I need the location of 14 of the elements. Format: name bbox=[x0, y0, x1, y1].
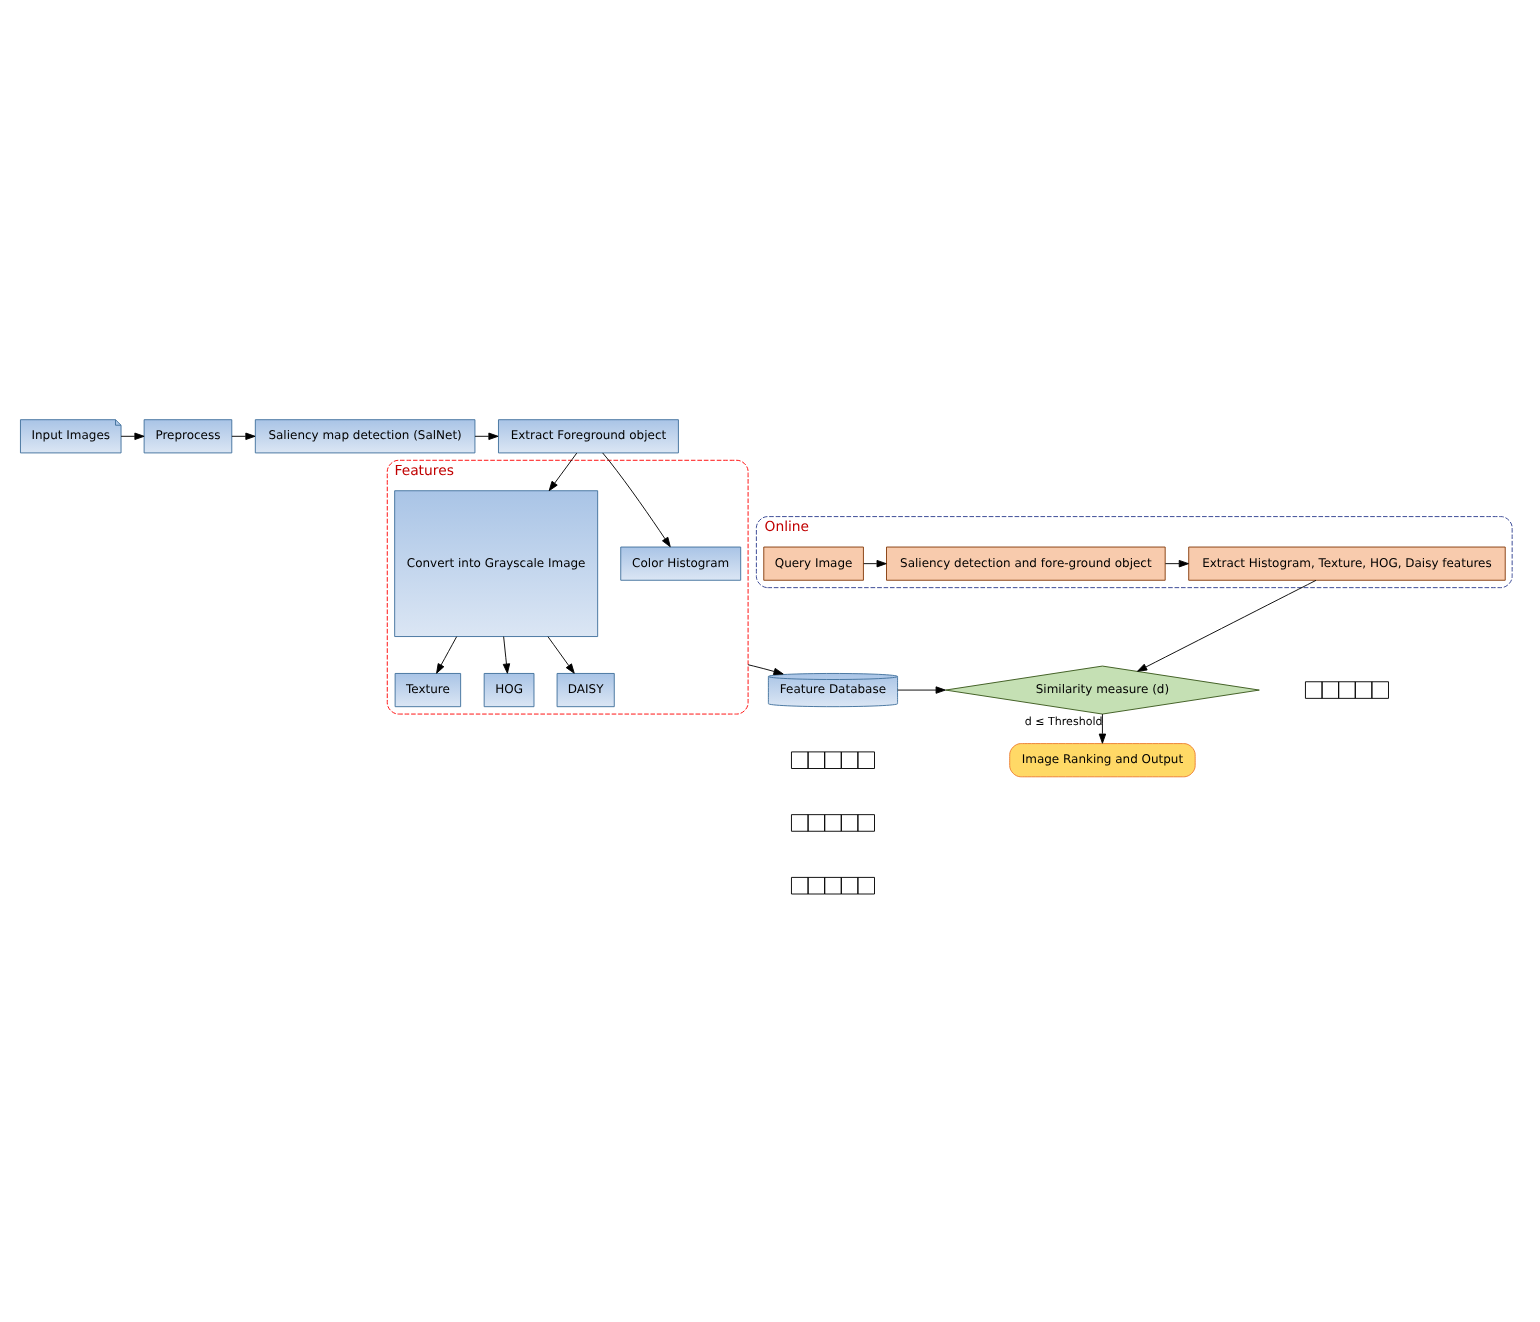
arrow bbox=[548, 452, 578, 492]
arrow bbox=[1164, 559, 1189, 568]
arrow bbox=[474, 432, 499, 440]
arrow bbox=[547, 636, 575, 674]
arrow bbox=[120, 432, 145, 440]
arrow bbox=[436, 636, 458, 674]
arrow bbox=[897, 686, 946, 694]
arrow bbox=[1137, 579, 1317, 672]
arrow bbox=[863, 559, 887, 568]
arrow bbox=[602, 452, 671, 548]
arrow bbox=[231, 432, 256, 440]
arrow bbox=[1098, 713, 1107, 744]
arrow bbox=[502, 636, 511, 674]
arrow bbox=[747, 664, 784, 676]
